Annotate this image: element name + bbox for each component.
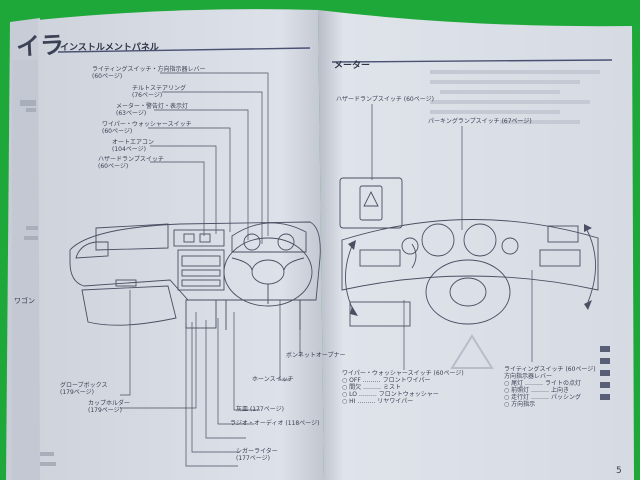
side-tabs xyxy=(600,346,610,400)
callout-ref: (177ページ) xyxy=(236,455,271,462)
callout-name: ハザードランプスイッチ xyxy=(98,156,164,163)
right-page xyxy=(318,10,634,480)
callout-ref: (177ページ) xyxy=(249,406,284,413)
left-page xyxy=(38,9,324,480)
callout-line: ○ LO ……… フロントウォッシャー xyxy=(342,391,439,398)
callout-name: チルトステアリング xyxy=(132,85,187,92)
callout-name: 灰皿 xyxy=(236,406,249,413)
callout-tilt-steering: チルトステアリング (76ページ) xyxy=(132,85,186,99)
callout-bonnet-opener: ボンネットオープナー xyxy=(286,352,346,359)
callout-title: ワイパー・ウォッシャースイッチ xyxy=(342,370,432,377)
meter-drawing xyxy=(339,177,599,327)
caution-mark xyxy=(450,334,494,369)
underlying-side-label: ワゴン xyxy=(14,297,35,305)
callout-name: ハザードランプスイッチ xyxy=(336,96,402,103)
callout-name: パーキングランプスイッチ xyxy=(428,118,500,125)
callout-ref: (118ページ) xyxy=(285,420,320,427)
callout-ashtray: 灰皿 (177ページ) xyxy=(236,406,284,413)
right-section-heading: メーター xyxy=(334,61,371,71)
callout-cigar-lighter: シガーライター (177ページ) xyxy=(236,448,278,462)
callout-ref: (60ページ) xyxy=(92,73,123,80)
callout-meter: メーター・警告灯・表示灯 (63ページ) xyxy=(116,103,188,117)
underlying-title: イラ xyxy=(15,30,65,62)
leader-lines-left xyxy=(120,72,301,467)
callout-name: ラジオ・オーディオ xyxy=(230,420,284,427)
callout-name: オートエアコン xyxy=(112,139,155,146)
callout-ref: (104ページ) xyxy=(112,146,147,153)
callout-auto-aircon: オートエアコン (104ページ) xyxy=(112,139,154,153)
underlying-blocks xyxy=(20,100,56,466)
callout-lighting-switch: ライティングスイッチ・方向指示器レバー (60ページ) xyxy=(92,66,206,80)
callout-right-wiper: ワイパー・ウォッシャースイッチ (60ページ) ○ OFF ……… フロントワイ… xyxy=(342,370,464,405)
callout-line: ○ HI ……… リヤワイパー xyxy=(342,398,414,405)
callout-line: ○ OFF ……… フロントワイパー xyxy=(342,377,431,384)
callout-ref: (60ページ) xyxy=(403,96,434,103)
right-page-number: 5 xyxy=(616,466,622,476)
callout-line: ○ 尾灯 ……… ライトの点灯 xyxy=(504,380,581,387)
callout-ref: (60ページ) xyxy=(102,128,133,135)
callout-right-lighting: ライティングスイッチ (60ページ) 方向指示器レバー ○ 尾灯 ……… ライト… xyxy=(504,366,596,408)
callout-ref: (179ページ) xyxy=(88,407,123,414)
callout-name: ボンネットオープナー xyxy=(286,352,346,359)
callout-ref: (60ページ) xyxy=(98,163,129,170)
callout-line: ○ 間欠 ……… ミスト xyxy=(342,384,401,391)
callout-radio: ラジオ・オーディオ (118ページ) xyxy=(230,420,319,427)
callout-right-hazard: ハザードランプスイッチ (60ページ) xyxy=(336,96,434,103)
meter-arrows xyxy=(348,224,592,316)
callout-line: ○ 前照灯 ……… 上向き xyxy=(504,387,569,394)
callout-line: 方向指示器レバー xyxy=(504,373,553,380)
callout-glove-box: グローブボックス (179ページ) xyxy=(60,382,107,396)
callout-parking-lamp: パーキングランプスイッチ (67ページ) xyxy=(428,118,532,125)
left-section-heading: インストルメントパネル xyxy=(60,43,159,53)
callout-name: カップホルダー xyxy=(88,400,131,407)
callout-horn-switch: ホーンスイッチ xyxy=(252,376,294,383)
callout-line: ○ 方向指示 xyxy=(504,401,536,408)
callout-name: グローブボックス xyxy=(60,382,108,389)
callout-name: メーター・警告灯・表示灯 xyxy=(116,103,189,110)
callout-ref: (179ページ) xyxy=(60,389,95,396)
callout-title: ライティングスイッチ xyxy=(504,366,564,373)
callout-ref: (67ページ) xyxy=(501,118,532,125)
underlying-page xyxy=(6,18,40,480)
callout-ref: (63ページ) xyxy=(116,110,147,117)
callout-wiper-switch: ワイパー・ウォッシャースイッチ (60ページ) xyxy=(102,121,192,135)
callout-cup-holder: カップホルダー (179ページ) xyxy=(88,400,130,414)
callout-name: ホーンスイッチ xyxy=(252,376,294,383)
callout-name: ライティングスイッチ・方向指示器レバー xyxy=(92,66,206,73)
leader-lines-right xyxy=(371,104,533,370)
callout-hazard-switch: ハザードランプスイッチ (60ページ) xyxy=(98,156,164,170)
callout-name: シガーライター xyxy=(236,448,278,455)
callout-ref: (60ページ) xyxy=(565,366,596,373)
callout-ref: (76ページ) xyxy=(132,92,163,99)
callout-line: ○ 走行灯 ……… パッシング xyxy=(504,394,581,401)
callout-name: ワイパー・ウォッシャースイッチ xyxy=(102,121,192,128)
callout-ref: (60ページ) xyxy=(433,370,464,377)
